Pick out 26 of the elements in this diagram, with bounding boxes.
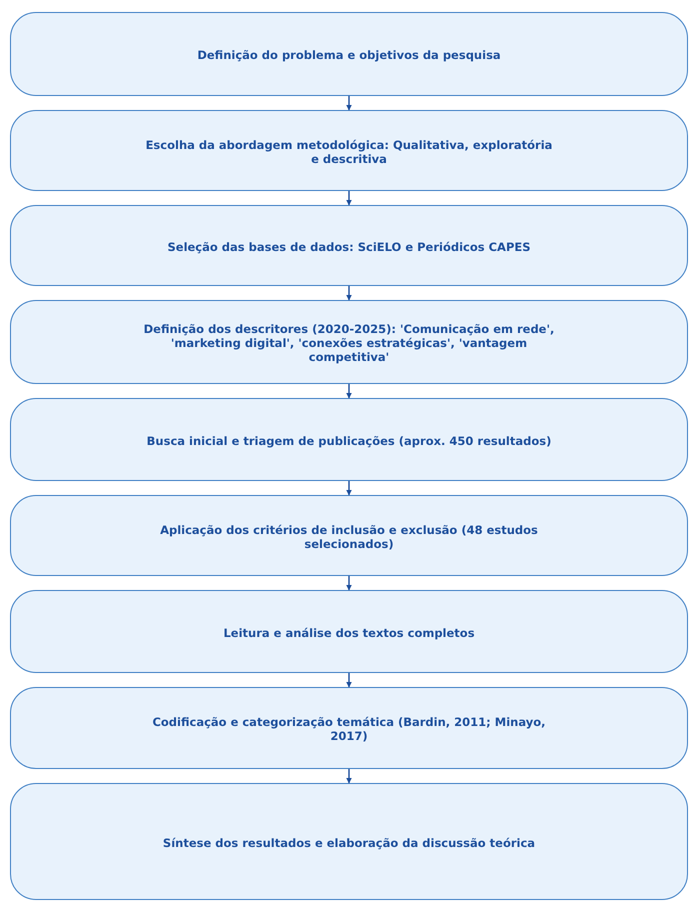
process-box bbox=[10, 110, 688, 191]
step-text: Seleção das bases de dados: SciELO e Periódicos CAPES bbox=[166, 240, 532, 254]
step-text: Escolha da abordagem metodológica: Qualitativa, exploratória e descritiva bbox=[144, 138, 554, 166]
process-box bbox=[10, 687, 688, 769]
arrow bbox=[346, 384, 352, 399]
arrow bbox=[346, 286, 352, 301]
step-text: Aplicação dos critérios de inclusão e exclusão (48 estudos selecionados) bbox=[159, 522, 539, 550]
step-text: Leitura e análise dos textos completos bbox=[222, 626, 476, 640]
process-box bbox=[10, 495, 688, 576]
step-text: Definição dos descritores (2020-2025): 'Comunicação em rede', 'marketing digital', 'conexões estratégicas', 'vantagem competitiva' bbox=[142, 322, 556, 364]
arrow bbox=[346, 191, 352, 206]
process-box bbox=[10, 590, 688, 673]
process-box bbox=[10, 300, 688, 384]
step-text: Codificação e categorização temática (Bardin, 2011; Minayo, 2017) bbox=[151, 715, 547, 743]
process-box bbox=[10, 398, 688, 481]
process-box bbox=[10, 12, 688, 96]
step-text: Definição do problema e objetivos da pesquisa bbox=[196, 48, 502, 62]
arrow bbox=[346, 96, 352, 111]
step-text: Síntese dos resultados e elaboração da discussão teórica bbox=[162, 836, 536, 850]
arrow bbox=[346, 673, 352, 688]
process-box bbox=[10, 783, 688, 900]
process-box bbox=[10, 205, 688, 286]
arrow bbox=[346, 769, 352, 784]
arrow bbox=[346, 481, 352, 496]
arrow bbox=[346, 576, 352, 591]
step-text: Busca inicial e triagem de publicações (aprox. 450 resultados) bbox=[146, 434, 552, 448]
